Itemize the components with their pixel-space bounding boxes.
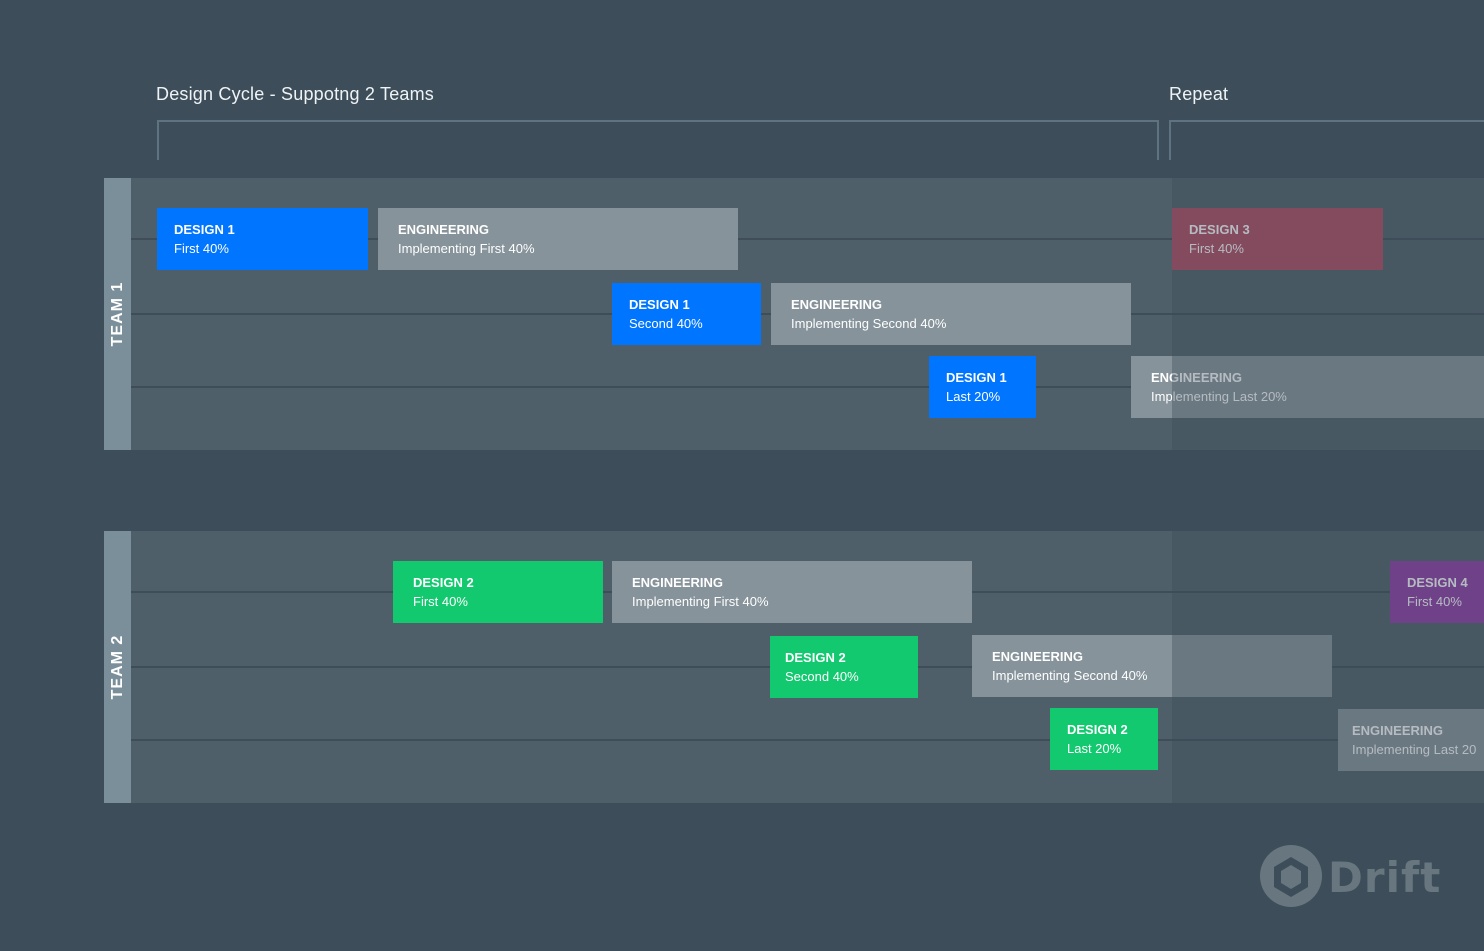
design-1-last-block[interactable]: DESIGN 1 Last 20% xyxy=(929,356,1036,418)
engineering-last-block[interactable]: ENGINEERING Implementing Last 20% xyxy=(1131,356,1484,418)
block-title: DESIGN 1 xyxy=(174,222,235,237)
engineering-second-block[interactable]: ENGINEERING Implementing Second 40% xyxy=(972,635,1332,697)
block-title: DESIGN 2 xyxy=(413,575,474,590)
team-2-bar: TEAM 2 xyxy=(104,531,131,803)
design-2-first-block[interactable]: DESIGN 2 First 40% xyxy=(393,561,603,623)
block-subtitle: First 40% xyxy=(174,241,229,256)
block-subtitle: Implementing Last 20 xyxy=(1352,742,1477,757)
design-1-first-block[interactable]: DESIGN 1 First 40% xyxy=(157,208,368,270)
block-title: DESIGN 3 xyxy=(1189,222,1250,237)
block-title: DESIGN 4 xyxy=(1407,575,1468,590)
block-subtitle: First 40% xyxy=(1189,241,1244,256)
engineering-last-block[interactable]: ENGINEERING Implementing Last 20 xyxy=(1338,709,1484,771)
design-cycle-bracket xyxy=(157,120,1159,160)
drift-logo: Drift xyxy=(1258,843,1440,913)
block-subtitle: Last 20% xyxy=(1067,741,1122,756)
block-title: ENGINEERING xyxy=(1352,723,1444,738)
design-4-first-block[interactable]: DESIGN 4 First 40% xyxy=(1390,561,1484,623)
block-title: DESIGN 1 xyxy=(629,297,690,312)
design-3-first-block[interactable]: DESIGN 3 First 40% xyxy=(1172,208,1383,270)
block-title: ENGINEERING xyxy=(632,575,724,590)
repeat-heading: Repeat xyxy=(1169,84,1229,104)
drift-logo-icon xyxy=(1260,845,1322,907)
design-1-second-block[interactable]: DESIGN 1 Second 40% xyxy=(612,283,761,345)
repeat-bracket xyxy=(1169,120,1484,160)
block-subtitle: Last 20% xyxy=(946,389,1001,404)
team-1-label: TEAM 1 xyxy=(108,281,126,347)
block-title: DESIGN 1 xyxy=(946,370,1007,385)
block-title: ENGINEERING xyxy=(1151,370,1243,385)
block-title: DESIGN 2 xyxy=(785,650,846,665)
design-2-last-block[interactable]: DESIGN 2 Last 20% xyxy=(1050,708,1158,770)
lane-line xyxy=(131,386,1484,388)
block-title: ENGINEERING xyxy=(992,649,1084,664)
block-subtitle: Implementing First 40% xyxy=(632,594,769,609)
design-2-second-block[interactable]: DESIGN 2 Second 40% xyxy=(770,636,918,698)
lane-line xyxy=(131,238,1484,240)
block-subtitle: First 40% xyxy=(413,594,468,609)
engineering-first-block[interactable]: ENGINEERING Implementing First 40% xyxy=(378,208,738,270)
block-subtitle: Second 40% xyxy=(629,316,703,331)
lane-line xyxy=(131,739,1484,741)
block-subtitle: Second 40% xyxy=(785,669,859,684)
team-1-bar: TEAM 1 xyxy=(104,178,131,450)
block-subtitle: Implementing Last 20% xyxy=(1151,389,1287,404)
block-subtitle: First 40% xyxy=(1407,594,1462,609)
block-subtitle: Implementing Second 40% xyxy=(992,668,1148,683)
block-subtitle: Implementing First 40% xyxy=(398,241,535,256)
team-2-label: TEAM 2 xyxy=(108,634,126,700)
block-title: ENGINEERING xyxy=(398,222,490,237)
block-title: DESIGN 2 xyxy=(1067,722,1128,737)
engineering-first-block[interactable]: ENGINEERING Implementing First 40% xyxy=(612,561,972,623)
design-cycle-heading: Design Cycle - Suppotng 2 Teams xyxy=(156,84,435,104)
drift-logo-text: Drift xyxy=(1328,853,1442,902)
block-title: ENGINEERING xyxy=(791,297,883,312)
engineering-second-block[interactable]: ENGINEERING Implementing Second 40% xyxy=(771,283,1131,345)
block-subtitle: Implementing Second 40% xyxy=(791,316,947,331)
